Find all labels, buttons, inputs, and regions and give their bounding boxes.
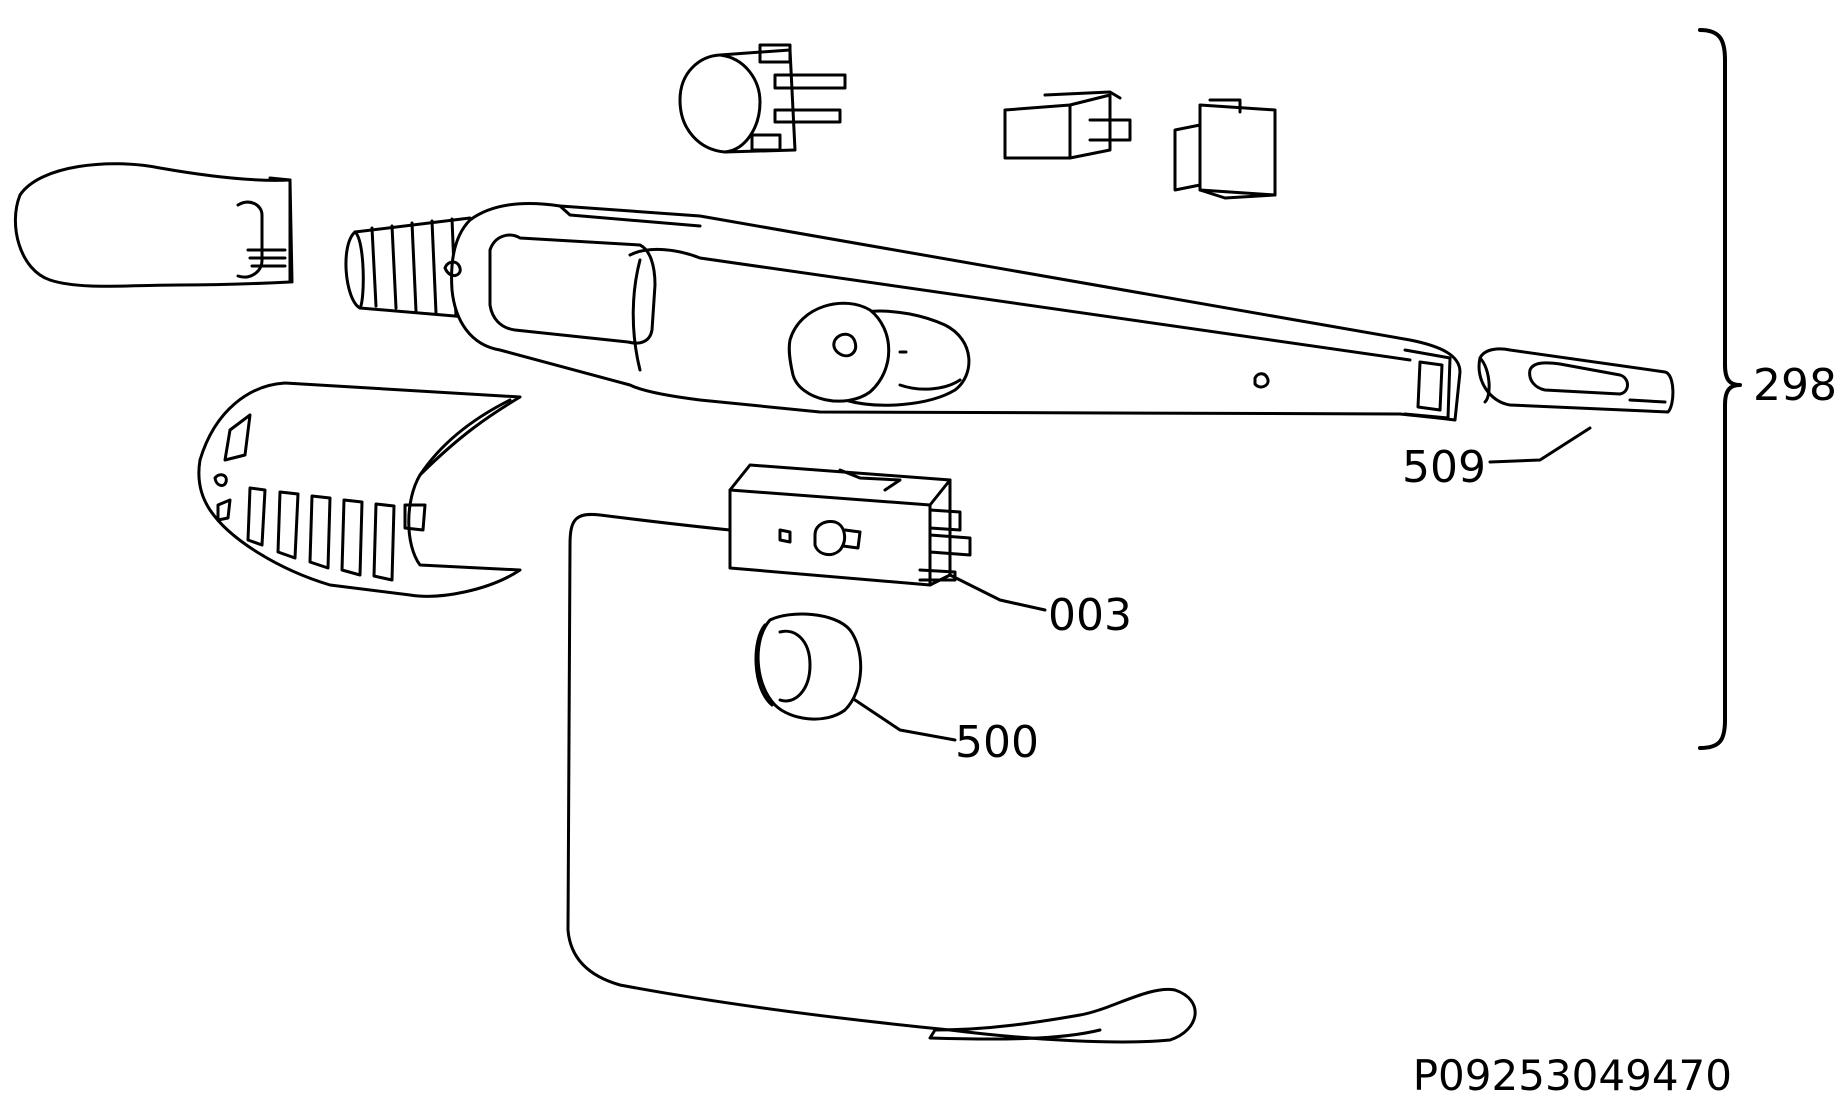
callout-label-003: 003 [1048, 590, 1132, 641]
main-handle-body [443, 202, 1462, 422]
ribbed-connector-part [344, 216, 480, 320]
handle-cover-part [13, 162, 294, 288]
callout-label-509: 509 [1402, 442, 1486, 493]
capacitor-part [678, 43, 847, 154]
switch-housing-part [1173, 98, 1277, 200]
thermostat-part-003 [728, 463, 972, 587]
grille-cover-part [197, 381, 522, 598]
leader-line-003 [948, 573, 1047, 612]
leader-line-509 [1488, 426, 1592, 464]
rocker-switch-part [1003, 90, 1132, 160]
knob-part-500 [754, 612, 863, 721]
capillary-tube [566, 512, 1197, 1044]
callout-label-500: 500 [955, 717, 1039, 768]
bracket-298 [1698, 28, 1742, 750]
drawing-code: P09253049470 [1413, 1051, 1732, 1100]
callout-label-298: 298 [1753, 360, 1837, 411]
tip-part-509 [1477, 347, 1675, 414]
leader-line-500 [853, 698, 957, 742]
capillary-tube-end [928, 1028, 1102, 1041]
